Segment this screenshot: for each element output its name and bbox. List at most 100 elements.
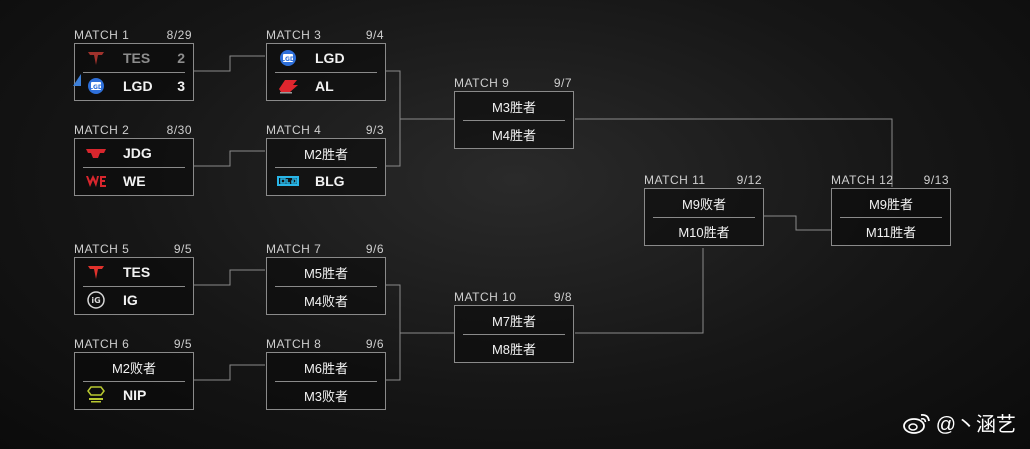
match-box[interactable]: M9败者 M10胜者	[644, 188, 764, 246]
slot-placeholder: M2胜者	[303, 146, 349, 162]
team-score: 3	[177, 78, 185, 94]
match-box[interactable]: JDG WE	[74, 138, 194, 196]
match-date: 9/4	[365, 28, 384, 42]
divider	[275, 72, 377, 73]
match-title: MATCH 1	[74, 28, 130, 42]
team-name: WE	[123, 173, 146, 189]
slot-placeholder: M2败者	[111, 360, 157, 376]
team-slot[interactable]: M6胜者	[267, 353, 385, 381]
match-box[interactable]: TES iG IG	[74, 257, 194, 315]
match-date: 9/5	[173, 242, 192, 256]
match-box[interactable]: LGD LGD AL	[266, 43, 386, 101]
divider	[463, 120, 565, 121]
match-title: MATCH 4	[266, 123, 322, 137]
match-box[interactable]: M7胜者 M8胜者	[454, 305, 574, 363]
team-slot[interactable]: M9败者	[645, 189, 763, 217]
slot-placeholder: M10胜者	[678, 224, 730, 240]
al-logo-icon	[279, 80, 298, 94]
match-box[interactable]: M5胜者 M4败者	[266, 257, 386, 315]
match-box[interactable]: M2胜者 BLG	[266, 138, 386, 196]
team-slot[interactable]: M10胜者	[645, 217, 763, 245]
match-title: MATCH 12	[831, 173, 894, 187]
team-name: LGD	[315, 50, 345, 66]
team-slot[interactable]: JDG	[75, 139, 193, 167]
team-slot[interactable]: NIP	[75, 381, 193, 409]
divider	[463, 334, 565, 335]
svg-text:LGD: LGD	[89, 84, 103, 91]
team-slot[interactable]: M7胜者	[455, 306, 573, 334]
slot-placeholder: M9胜者	[868, 196, 914, 212]
tes-logo-icon	[88, 52, 104, 65]
match-1: MATCH 1 8/29 TES 2 LGD LGD 3	[73, 27, 194, 101]
watermark-text: @丶涵艺	[935, 414, 1016, 436]
match-date: 9/12	[736, 173, 762, 187]
match-date: 8/29	[166, 28, 192, 42]
divider	[840, 217, 942, 218]
tes-logo-icon	[88, 266, 104, 279]
team-slot[interactable]: WE	[75, 167, 193, 195]
divider	[275, 381, 377, 382]
blg-logo-icon	[277, 176, 299, 186]
match-box[interactable]: M9胜者 M11胜者	[831, 188, 951, 246]
match-date: 9/6	[365, 337, 384, 351]
match-5: MATCH 5 9/5 TES iG IG	[74, 241, 194, 315]
match-title: MATCH 8	[266, 337, 322, 351]
slot-placeholder: M11胜者	[865, 224, 917, 240]
svg-text:LGD: LGD	[281, 56, 295, 63]
match-box[interactable]: M2败者 NIP	[74, 352, 194, 410]
match-10: MATCH 10 9/8 M7胜者 M8胜者	[454, 289, 574, 363]
slot-placeholder: M4败者	[303, 293, 349, 309]
slot-placeholder: M4胜者	[491, 127, 537, 143]
team-slot[interactable]: M8胜者	[455, 334, 573, 362]
match-title: MATCH 10	[454, 290, 517, 304]
team-slot[interactable]: M11胜者	[832, 217, 950, 245]
ig-logo-icon: iG	[87, 291, 105, 309]
team-slot[interactable]: AL	[267, 72, 385, 100]
match-date: 9/13	[923, 173, 949, 187]
divider	[653, 217, 755, 218]
lgd-logo-icon: LGD	[280, 50, 296, 66]
team-name: NIP	[123, 387, 147, 403]
slot-placeholder: M8胜者	[491, 341, 537, 357]
watermark: @丶涵艺	[902, 408, 1016, 437]
team-slot[interactable]: M3败者	[267, 381, 385, 409]
match-title: MATCH 9	[454, 76, 510, 90]
team-slot[interactable]: BLG	[267, 167, 385, 195]
match-title: MATCH 5	[74, 242, 130, 256]
match-date: 9/8	[553, 290, 572, 304]
divider	[83, 72, 185, 73]
team-name: IG	[123, 292, 138, 308]
team-slot[interactable]: TES 2	[75, 44, 193, 72]
team-slot[interactable]: M2败者	[75, 353, 193, 381]
svg-text:iG: iG	[91, 296, 100, 305]
team-slot[interactable]: iG IG	[75, 286, 193, 314]
team-slot[interactable]: M9胜者	[832, 189, 950, 217]
divider	[83, 167, 185, 168]
team-slot[interactable]: M4胜者	[455, 120, 573, 148]
divider	[275, 286, 377, 287]
team-slot[interactable]: M2胜者	[267, 139, 385, 167]
slot-placeholder: M7胜者	[491, 313, 537, 329]
team-slot[interactable]: M3胜者	[455, 92, 573, 120]
lgd-logo-icon: LGD	[88, 78, 104, 94]
team-name: BLG	[315, 173, 345, 189]
match-box[interactable]: M3胜者 M4胜者	[454, 91, 574, 149]
team-slot[interactable]: M5胜者	[267, 258, 385, 286]
match-box[interactable]: M6胜者 M3败者	[266, 352, 386, 410]
team-slot[interactable]: M4败者	[267, 286, 385, 314]
team-name: LGD	[123, 78, 153, 94]
divider	[83, 286, 185, 287]
slot-placeholder: M3败者	[303, 388, 349, 404]
team-slot[interactable]: LGD LGD 3	[73, 72, 193, 100]
team-slot[interactable]: LGD LGD	[267, 44, 385, 72]
divider	[275, 167, 377, 168]
team-slot[interactable]: TES	[75, 258, 193, 286]
match-box[interactable]: TES 2 LGD LGD 3	[73, 43, 194, 101]
match-8: MATCH 8 9/6 M6胜者 M3败者	[266, 336, 386, 410]
match-12: MATCH 12 9/13 M9胜者 M11胜者	[831, 172, 951, 246]
